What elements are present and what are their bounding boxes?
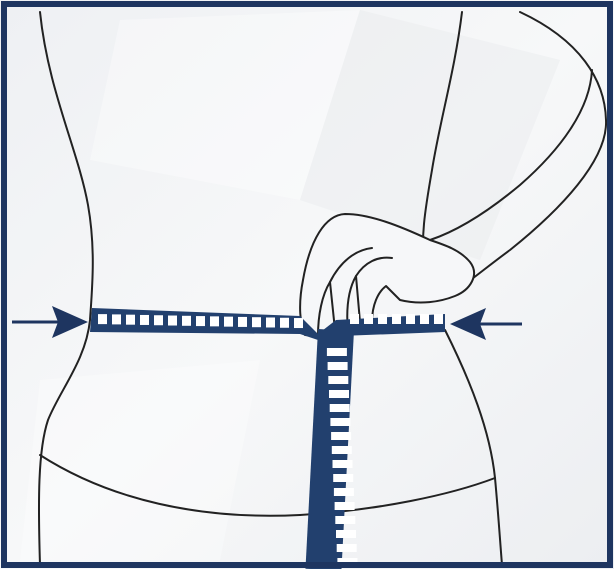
tape-tick xyxy=(334,488,354,496)
tape-tick xyxy=(420,314,429,324)
tape-tick xyxy=(331,432,351,440)
background-facet xyxy=(20,360,260,560)
tape-tick xyxy=(328,362,348,370)
tape-tick xyxy=(350,314,359,324)
tape-tick xyxy=(182,316,191,326)
tape-tick xyxy=(392,314,401,324)
tape-tick xyxy=(330,418,350,426)
tape-tick xyxy=(335,502,355,510)
tape-tick xyxy=(327,348,347,356)
tape-tick xyxy=(333,460,353,468)
tape-tick xyxy=(329,390,349,398)
tape-tick xyxy=(196,316,205,326)
tape-tick xyxy=(210,316,219,326)
tape-tick xyxy=(364,314,373,324)
tape-tick xyxy=(337,544,357,552)
tape-tick xyxy=(294,318,303,328)
tape-tick xyxy=(98,314,107,324)
tape-tick xyxy=(328,376,348,384)
tape-tick xyxy=(280,318,289,328)
tape-tick xyxy=(335,516,355,524)
tape-tick xyxy=(332,446,352,454)
tape-tick xyxy=(168,316,177,326)
tape-tick xyxy=(112,314,121,324)
tape-tick xyxy=(330,404,350,412)
tape-tick xyxy=(140,315,149,325)
tape-tick xyxy=(224,317,233,327)
tape-tick xyxy=(126,315,135,325)
tape-tick xyxy=(333,474,353,482)
tape-tick xyxy=(266,317,275,327)
tape-tick xyxy=(252,317,261,327)
tape-tick xyxy=(378,314,387,324)
tape-tick xyxy=(336,530,356,538)
tape-tick xyxy=(406,314,415,324)
tape-tick xyxy=(434,314,443,324)
tape-tick xyxy=(154,315,163,325)
tape-tick xyxy=(238,317,247,327)
